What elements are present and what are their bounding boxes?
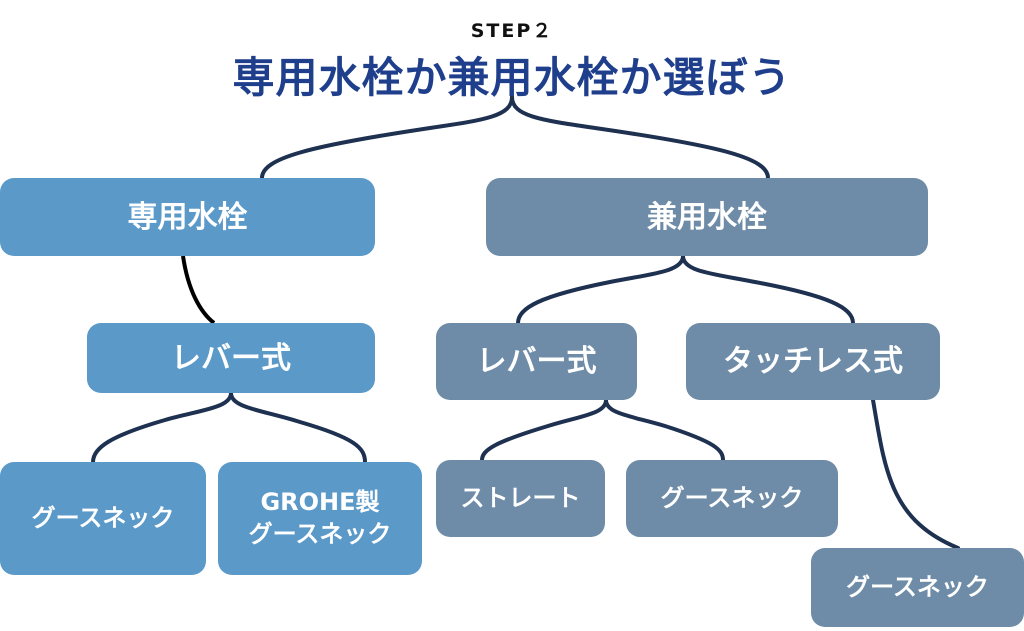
connector-combined-right xyxy=(681,254,855,325)
node-combined-touchless: タッチレス式 xyxy=(686,323,940,400)
node-combined-lever-gooseneck: グースネック xyxy=(626,460,838,537)
connector-lever-left-b xyxy=(229,391,367,464)
grohe-line-2: グースネック xyxy=(248,519,392,548)
node-dedicated-grohe-gooseneck: GROHE製 グースネック xyxy=(218,462,422,575)
connector-root-right xyxy=(510,95,770,180)
connector-lever-right-a xyxy=(480,398,608,462)
connector-touchless xyxy=(871,398,960,550)
connector-root-left xyxy=(260,95,514,180)
node-combined-lever: レバー式 xyxy=(436,323,637,400)
node-dedicated-lever: レバー式 xyxy=(87,323,375,393)
step-label: STEP２ xyxy=(470,20,554,42)
connector-lever-right-b xyxy=(604,398,725,462)
page-title: 専用水栓か兼用水栓か選ぼう xyxy=(232,53,792,102)
node-combined-straight: ストレート xyxy=(436,460,605,537)
connector-dedicated xyxy=(181,255,216,325)
node-dedicated-gooseneck: グースネック xyxy=(0,462,206,575)
connector-lever-left-a xyxy=(91,391,233,464)
node-combined-touchless-gooseneck: グースネック xyxy=(811,548,1024,627)
node-combined-faucet: 兼用水栓 xyxy=(486,178,928,256)
node-dedicated-faucet: 専用水栓 xyxy=(0,178,375,256)
connector-combined-left xyxy=(516,254,685,325)
grohe-line-1: GROHE製 xyxy=(260,488,380,517)
